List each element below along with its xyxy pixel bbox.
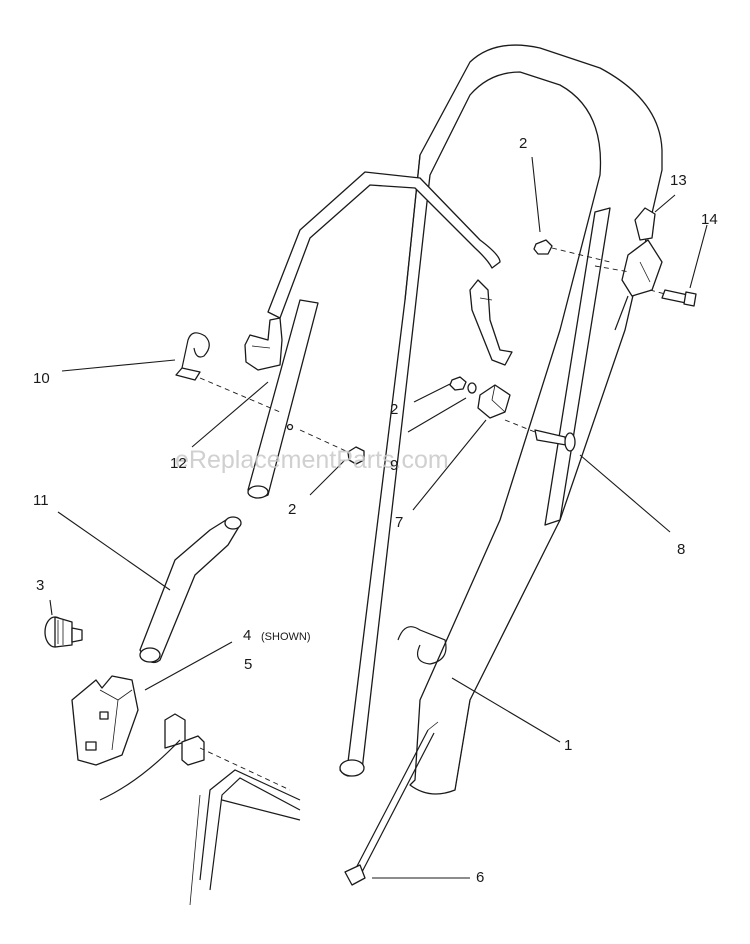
callout-4: 4 bbox=[243, 627, 251, 644]
callout-12: 12 bbox=[170, 455, 187, 472]
callout-5: 5 bbox=[244, 656, 252, 673]
callout-1: 1 bbox=[564, 737, 572, 754]
callout-6: 6 bbox=[476, 869, 484, 886]
nut-upper bbox=[533, 239, 611, 263]
nut-middle bbox=[449, 376, 477, 394]
cable-guide bbox=[477, 384, 511, 419]
throttle-control bbox=[594, 207, 663, 331]
callout-2-top: 2 bbox=[519, 135, 527, 152]
callout-3: 3 bbox=[36, 577, 44, 594]
latch-plate bbox=[164, 713, 291, 791]
cable-tie bbox=[344, 721, 439, 886]
callout-9: 9 bbox=[390, 457, 398, 474]
watermark-text: eReplacementParts.com bbox=[175, 446, 449, 474]
callout-labels: 1 2 2 2 3 4 (SHOWN) 5 6 7 8 9 10 11 12 1… bbox=[33, 135, 718, 886]
main-handle bbox=[339, 44, 663, 795]
upper-handle-left-leg bbox=[247, 299, 319, 499]
callout-8: 8 bbox=[677, 541, 685, 558]
carriage-bolt bbox=[504, 419, 576, 452]
lower-handle bbox=[139, 516, 242, 664]
callout-14: 14 bbox=[701, 211, 718, 228]
callout-10: 10 bbox=[33, 370, 50, 387]
lock-pin bbox=[175, 332, 281, 413]
handle-bracket bbox=[71, 675, 139, 766]
handle-knob bbox=[44, 616, 83, 648]
callout-7: 7 bbox=[395, 514, 403, 531]
callout-13: 13 bbox=[670, 172, 687, 189]
callout-11: 11 bbox=[33, 492, 49, 509]
callout-4-note: (SHOWN) bbox=[261, 631, 311, 643]
callout-2-middle: 2 bbox=[390, 401, 398, 418]
mower-deck-corner bbox=[99, 739, 301, 906]
callout-2-lower: 2 bbox=[288, 501, 296, 518]
leader-lines bbox=[49, 156, 708, 879]
throttle-bolt bbox=[649, 289, 697, 307]
nut-lower bbox=[299, 429, 365, 465]
control-bail bbox=[244, 171, 513, 371]
